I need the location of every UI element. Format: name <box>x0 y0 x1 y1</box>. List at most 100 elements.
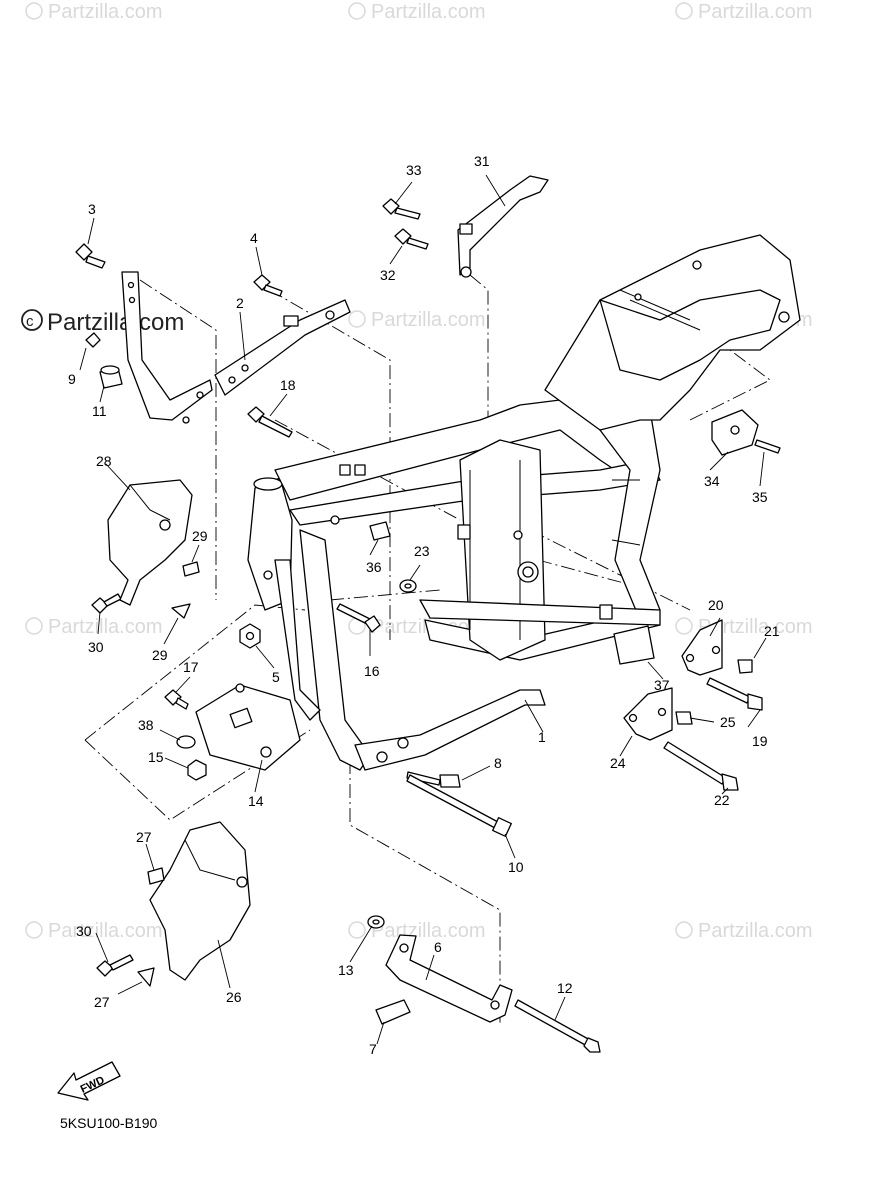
callout-1: 1 <box>538 729 546 745</box>
callout-24: 24 <box>610 755 626 771</box>
callout-4: 4 <box>250 230 258 246</box>
label-27-lower <box>137 967 155 987</box>
collar-11 <box>99 365 123 389</box>
bolt-32 <box>394 228 429 250</box>
callout-3: 3 <box>88 201 96 217</box>
cover-28 <box>107 479 193 606</box>
diagram-code: 5KSU100-B190 <box>60 1115 158 1131</box>
bolt-4 <box>253 274 283 297</box>
callout-18: 18 <box>280 377 296 393</box>
bolt-25 <box>675 711 693 725</box>
bolt-8 <box>406 771 461 788</box>
watermark-top-center: Partzilla.com <box>348 1 485 23</box>
callout-11: 11 <box>92 403 107 419</box>
callout-30-upper: 30 <box>88 639 104 655</box>
plate-24 <box>623 687 673 741</box>
callout-33: 33 <box>406 162 422 178</box>
leader-lines <box>79 174 767 1045</box>
nut-5 <box>239 623 261 649</box>
front-brace <box>121 271 213 424</box>
cover-26 <box>149 821 251 981</box>
main-frame <box>247 234 801 771</box>
plate-20 <box>681 619 723 676</box>
svg-text:c: c <box>26 313 34 330</box>
label-7 <box>375 999 411 1025</box>
watermark-top-right: Partzilla.com <box>675 1 812 23</box>
bolt-10 <box>406 774 512 837</box>
callout-23: 23 <box>414 543 430 559</box>
bolt-17 <box>164 689 189 710</box>
callout-19: 19 <box>752 733 768 749</box>
callout-6: 6 <box>434 939 442 955</box>
callout-36: 36 <box>366 559 382 575</box>
bolt-35 <box>754 439 781 454</box>
watermark-mid-center: Partzilla.com <box>348 309 485 331</box>
callout-15: 15 <box>148 749 164 765</box>
watermark-top-left: Partzilla.com <box>25 1 162 23</box>
callout-10: 10 <box>508 859 524 875</box>
callout-7: 7 <box>369 1041 377 1057</box>
callout-2: 2 <box>236 295 244 311</box>
callout-labels: 1 2 3 4 5 6 7 8 9 10 11 12 13 14 15 16 1… <box>68 153 780 1057</box>
bolt-30-upper <box>91 593 122 614</box>
callout-37: 37 <box>654 677 670 693</box>
svg-text:Partzilla.com: Partzilla.com <box>698 616 812 638</box>
callout-22: 22 <box>714 792 730 808</box>
watermark-row4-left: Partzilla.com <box>25 920 162 942</box>
callout-29-lower: 29 <box>152 647 168 663</box>
callout-29-upper: 29 <box>192 528 208 544</box>
svg-text:Partzilla.com: Partzilla.com <box>371 920 485 942</box>
callout-17: 17 <box>183 659 199 675</box>
watermark-row4-right: Partzilla.com <box>675 920 812 942</box>
callout-38: 38 <box>138 717 154 733</box>
callout-9: 9 <box>68 371 76 387</box>
tank-bracket-31 <box>457 175 549 278</box>
bolt-21 <box>737 659 753 674</box>
callout-13: 13 <box>338 962 354 978</box>
callout-27-upper: 27 <box>136 829 152 845</box>
callout-27-lower: 27 <box>94 994 110 1010</box>
label-29-lower <box>171 603 191 619</box>
bolt-30-lower <box>96 954 134 977</box>
nut-15 <box>187 759 207 781</box>
bolt-12 <box>514 999 601 1053</box>
bolt-18 <box>247 406 293 438</box>
watermark-row3-left: Partzilla.com <box>25 616 162 638</box>
label-29-upper <box>182 561 200 577</box>
label-27-upper <box>147 867 165 885</box>
footrest-bracket-6 <box>385 934 513 1023</box>
washer-13 <box>367 915 385 929</box>
bolt-19 <box>706 677 763 711</box>
engine-bracket-upper <box>214 299 351 396</box>
bolt-9 <box>85 332 101 348</box>
watermark-row3-right: Partzilla.com <box>675 616 812 638</box>
callout-25: 25 <box>720 714 736 730</box>
label-37 <box>613 625 655 665</box>
callout-30-lower: 30 <box>76 923 92 939</box>
callout-14: 14 <box>248 793 264 809</box>
callout-5: 5 <box>272 669 280 685</box>
callout-16: 16 <box>364 663 380 679</box>
svg-text:Partzilla.com: Partzilla.com <box>48 920 162 942</box>
callout-8: 8 <box>494 755 502 771</box>
brand-watermark: c Partzilla.com <box>21 309 184 336</box>
callout-20: 20 <box>708 597 724 613</box>
svg-text:Partzilla.com: Partzilla.com <box>371 1 485 23</box>
collar-38 <box>176 735 196 749</box>
seat-bracket-34 <box>711 409 759 456</box>
callout-21: 21 <box>764 623 780 639</box>
callout-32: 32 <box>380 267 396 283</box>
svg-text:Partzilla.com: Partzilla.com <box>47 309 184 336</box>
bolt-22 <box>663 741 739 791</box>
fwd-arrow-icon: FWD <box>57 1061 121 1101</box>
callout-12: 12 <box>557 980 573 996</box>
callout-35: 35 <box>752 489 768 505</box>
callout-31: 31 <box>474 153 490 169</box>
watermarks: Partzilla.com Partzilla.com Partzilla.co… <box>21 1 812 942</box>
svg-text:Partzilla.com: Partzilla.com <box>371 309 485 331</box>
svg-text:Partzilla.com: Partzilla.com <box>48 1 162 23</box>
bolt-3 <box>75 243 106 269</box>
bolt-33 <box>382 198 421 220</box>
svg-text:Partzilla.com: Partzilla.com <box>698 920 812 942</box>
